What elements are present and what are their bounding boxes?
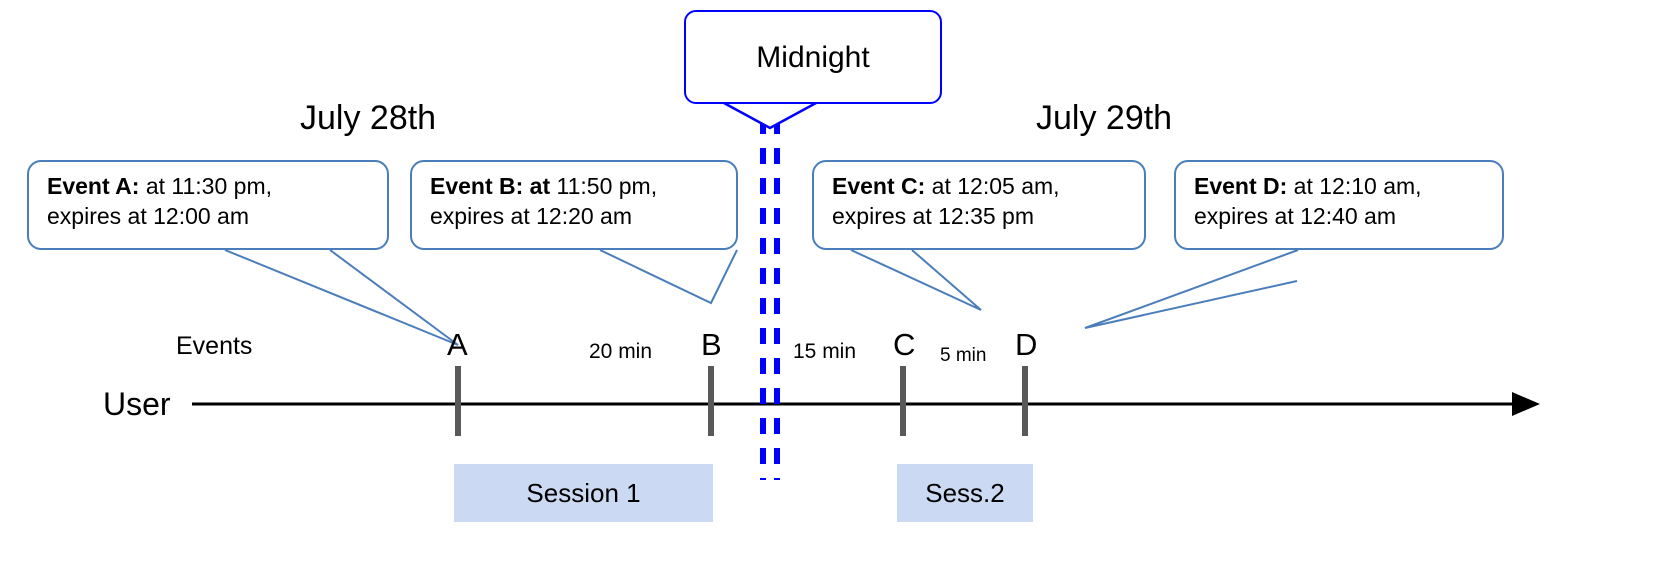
event-c-bold: Event C: xyxy=(832,173,926,199)
event-ticks xyxy=(455,366,1028,436)
event-a-rest: at 11:30 pm, xyxy=(139,173,272,199)
midnight-label: Midnight xyxy=(756,40,870,74)
session-box-1: Session 1 xyxy=(454,464,713,522)
event-letter-b: B xyxy=(701,327,722,362)
row-label-events: Events xyxy=(176,332,253,360)
event-a-leader xyxy=(224,249,459,346)
midnight-callout-tail xyxy=(723,100,817,130)
event-d-rest: at 12:10 am, xyxy=(1287,173,1422,199)
event-d-callout: Event D: at 12:10 am, expires at 12:40 a… xyxy=(1174,160,1504,250)
event-c-line2: expires at 12:35 pm xyxy=(832,202,1035,229)
event-letter-d: D xyxy=(1015,327,1038,362)
midnight-callout: Midnight xyxy=(684,10,942,104)
event-letter-c: C xyxy=(893,327,916,362)
event-a-bold: Event A: xyxy=(47,173,140,199)
event-letter-a: A xyxy=(447,327,468,362)
midnight-divider xyxy=(760,118,780,480)
session-box-2: Sess.2 xyxy=(897,464,1033,522)
event-c-rest: at 12:05 am, xyxy=(925,173,1060,199)
date-label-july-28: July 28th xyxy=(300,99,437,137)
gap-label-5-min: 5 min xyxy=(940,345,987,366)
event-c-line1: Event C: at 12:05 am, xyxy=(832,172,1130,202)
event-b-line1: Event B: at 11:50 pm, xyxy=(430,172,722,202)
session-1-label: Session 1 xyxy=(526,477,641,508)
event-a-line2: expires at 12:00 am xyxy=(47,202,250,229)
event-c-leader xyxy=(850,249,982,311)
event-d-line2: expires at 12:40 am xyxy=(1194,202,1397,229)
event-b-rest: 11:50 pm, xyxy=(550,173,658,199)
row-label-user: User xyxy=(103,386,171,422)
gap-label-15-min: 15 min xyxy=(793,340,857,363)
event-b-callout: Event B: at 11:50 pm, expires at 12:20 a… xyxy=(410,160,738,250)
event-d-bold: Event D: xyxy=(1194,173,1288,199)
event-b-bold: Event B: at xyxy=(430,173,551,199)
session-2-label: Sess.2 xyxy=(925,477,1005,508)
event-b-line2: expires at 12:20 am xyxy=(430,202,633,229)
event-d-line1: Event D: at 12:10 am, xyxy=(1194,172,1488,202)
timeline-axis xyxy=(192,392,1540,416)
event-b-leader xyxy=(599,249,738,305)
date-label-july-29: July 29th xyxy=(1036,99,1173,137)
event-a-callout: Event A: at 11:30 pm, expires at 12:00 a… xyxy=(27,160,389,250)
event-a-line1: Event A: at 11:30 pm, xyxy=(47,172,373,202)
gap-label-20-min: 20 min xyxy=(589,340,653,363)
event-c-callout: Event C: at 12:05 am, expires at 12:35 p… xyxy=(812,160,1146,250)
event-d-leader xyxy=(1084,249,1299,329)
